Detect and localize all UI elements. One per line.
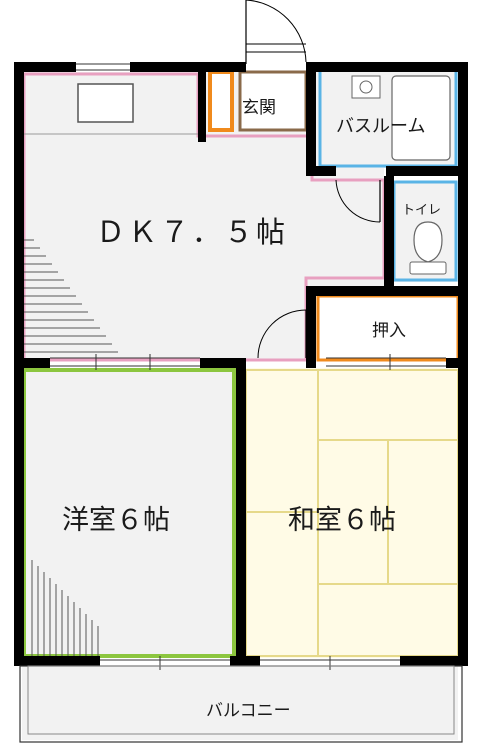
closet-small <box>208 70 234 132</box>
balcony-label: バルコニー <box>206 701 291 721</box>
genkan-box <box>238 70 308 132</box>
bathtub-icon <box>391 75 451 161</box>
entrance-door <box>245 0 307 64</box>
toilet-bowl-icon <box>413 221 443 263</box>
youshitsu-label: 洋室６帖 <box>62 505 170 536</box>
walls <box>14 62 468 666</box>
washbasin-icon <box>351 75 381 99</box>
toilet-label: トイレ <box>402 203 442 218</box>
bath-door <box>335 179 381 223</box>
youshitsu-floor <box>22 368 236 658</box>
stairs-hatch-youshitsu <box>31 560 99 656</box>
bath-label: バスルーム <box>336 116 426 137</box>
dk-label: ＤＫ７．５帖 <box>96 215 289 249</box>
oshiire-outline <box>316 294 460 362</box>
genkan-label: 玄関 <box>242 98 276 118</box>
toilet-tank-icon <box>409 261 447 275</box>
drain-icon <box>359 80 373 94</box>
balcony-inner-line <box>27 665 455 735</box>
sink-icon <box>77 83 134 123</box>
balcony-floor <box>22 666 458 740</box>
stairs-hatch-dk <box>24 239 118 353</box>
washitsu-label: 和室６帖 <box>288 505 396 536</box>
oshiire-label: 押入 <box>372 321 406 341</box>
